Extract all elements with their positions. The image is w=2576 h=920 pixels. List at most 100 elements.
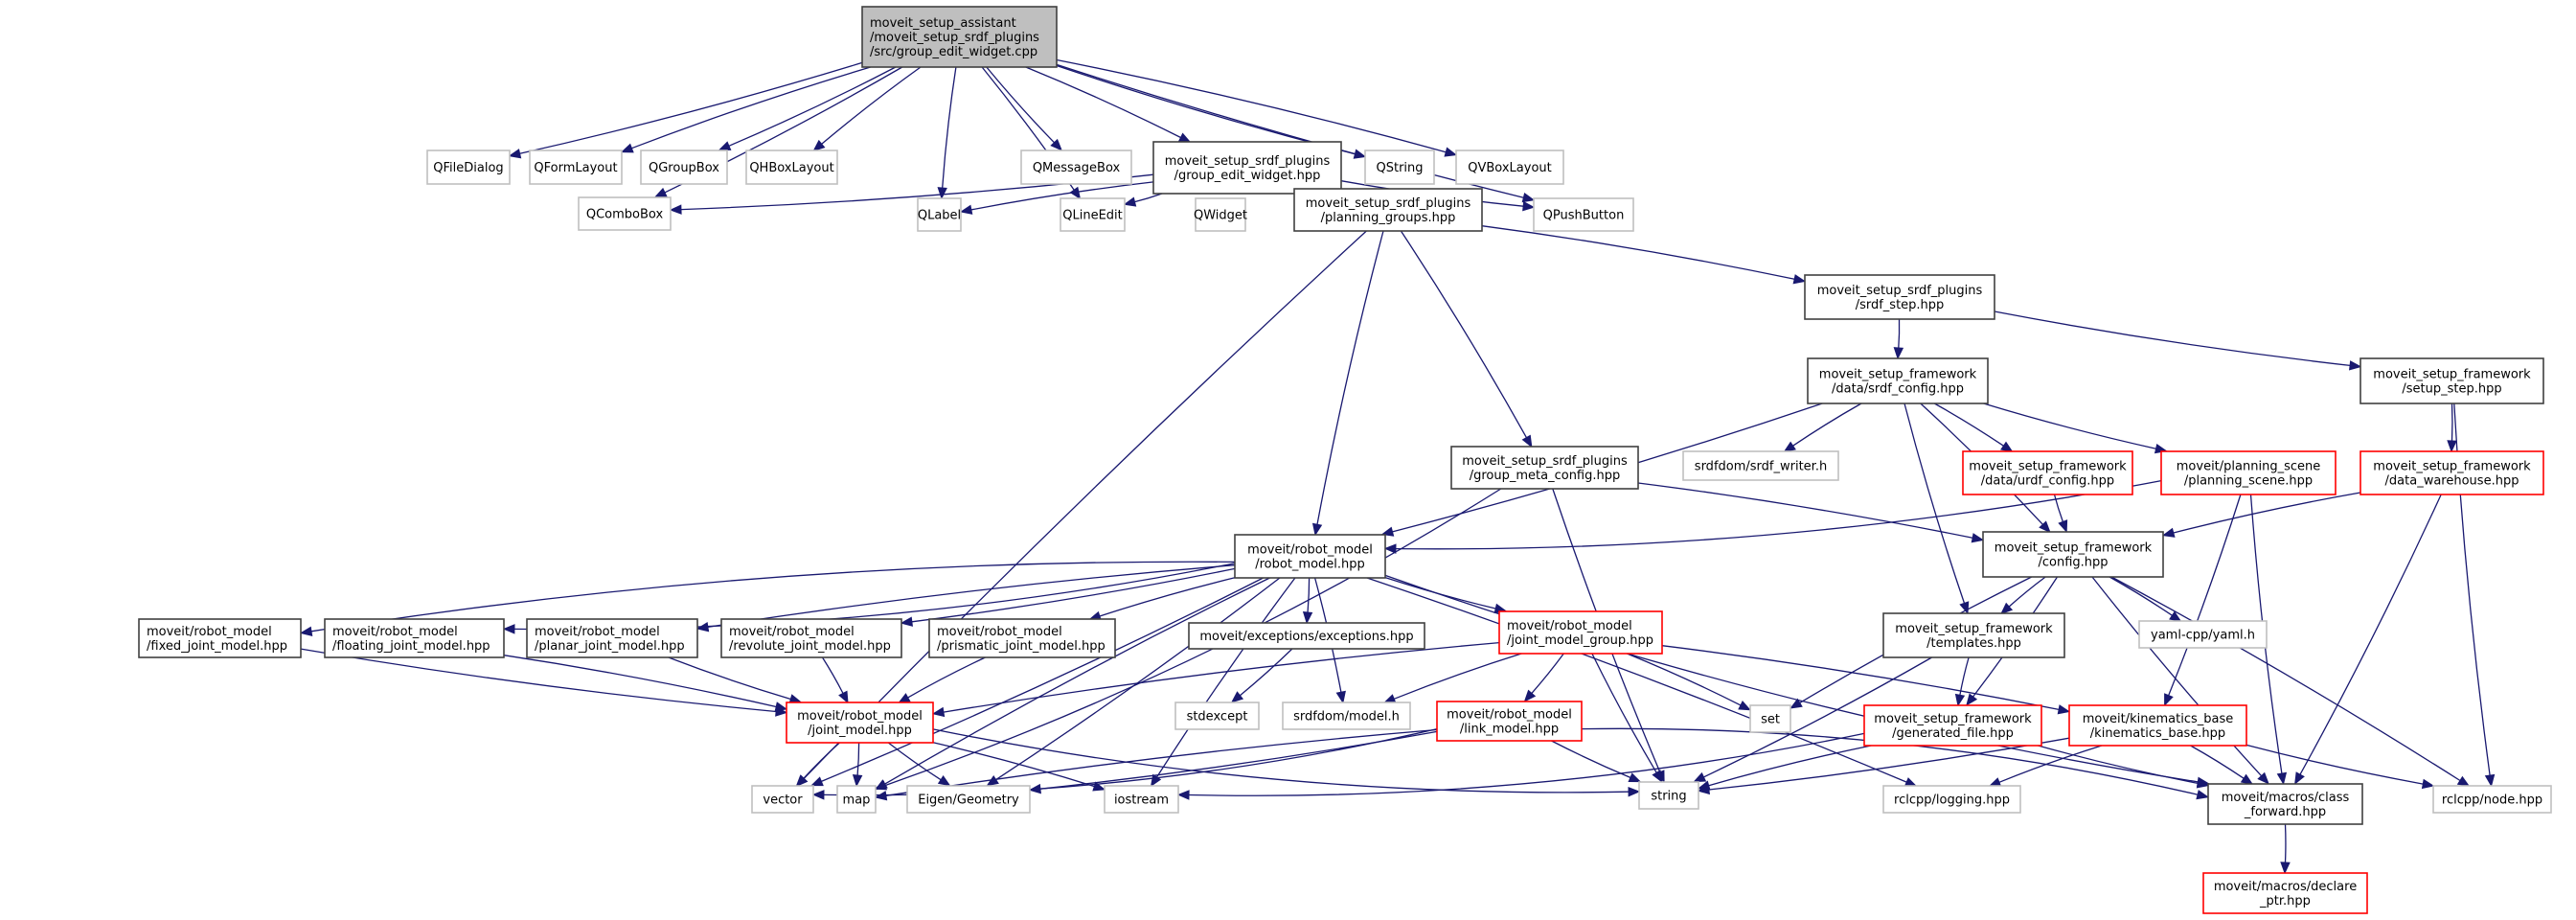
node-label: moveit/robot_model xyxy=(797,709,923,724)
node-label: _forward.hpp xyxy=(2244,805,2326,819)
node-floating_joint[interactable]: moveit/robot_model/floating_joint_model.… xyxy=(324,618,505,658)
node-label: QLabel xyxy=(918,209,961,223)
arrowhead-planning_scene-to-class_forward xyxy=(2276,771,2288,786)
node-label: /joint_model.hpp xyxy=(808,724,912,738)
node-box xyxy=(928,618,1116,658)
node-box xyxy=(1863,704,2042,747)
node-QGroupBox[interactable]: QGroupBox xyxy=(640,150,728,185)
node-label: moveit_setup_srdf_plugins xyxy=(1165,154,1331,169)
node-urdf_config[interactable]: moveit_setup_framework/data/urdf_config.… xyxy=(1962,450,2133,495)
node-eigen[interactable]: Eigen/Geometry xyxy=(906,785,1031,814)
node-QComboBox[interactable]: QComboBox xyxy=(578,196,672,231)
node-templates[interactable]: moveit_setup_framework/templates.hpp xyxy=(1882,612,2065,658)
edge-robot_model-to-logging xyxy=(1366,577,1907,783)
node-label: moveit/kinematics_base xyxy=(2083,712,2234,726)
node-srdf_step[interactable]: moveit_setup_srdf_plugins/srdf_step.hpp xyxy=(1804,274,1995,320)
node-jmg[interactable]: moveit/robot_model/joint_model_group.hpp xyxy=(1498,610,1663,655)
node-QFormLayout[interactable]: QFormLayout xyxy=(529,150,623,185)
node-node[interactable]: rclcpp/node.hpp xyxy=(2432,785,2552,814)
node-QMessageBox[interactable]: QMessageBox xyxy=(1020,150,1132,185)
node-QHBoxLayout[interactable]: QHBoxLayout xyxy=(745,150,838,185)
node-group_meta_config[interactable]: moveit_setup_srdf_plugins/group_meta_con… xyxy=(1450,446,1639,490)
node-prismatic_joint[interactable]: moveit/robot_model/prismatic_joint_model… xyxy=(928,618,1116,658)
node-label: moveit_setup_assistant xyxy=(870,16,1016,31)
edge-kinematics_base-to-string xyxy=(1708,737,2070,791)
edge-exceptions-to-stdexcept xyxy=(1239,648,1293,697)
node-label: moveit_setup_framework xyxy=(2373,368,2531,382)
arrowhead-prismatic_joint-to-joint_model xyxy=(898,693,911,704)
node-label: /planning_groups.hpp xyxy=(1321,211,1456,225)
node-label: QFileDialog xyxy=(433,161,503,175)
node-stdexcept[interactable]: stdexcept xyxy=(1174,702,1260,730)
node-kinematics_base[interactable]: moveit/kinematics_base/kinematics_base.h… xyxy=(2068,704,2247,747)
node-revolute_joint[interactable]: moveit/robot_model/revolute_joint_model.… xyxy=(720,618,902,658)
node-string[interactable]: string xyxy=(1638,781,1699,810)
node-exceptions[interactable]: moveit/exceptions/exceptions.hpp xyxy=(1188,622,1425,650)
node-yaml[interactable]: yaml-cpp/yaml.h xyxy=(2138,620,2268,649)
node-joint_model[interactable]: moveit/robot_model/joint_model.hpp xyxy=(786,702,934,744)
node-box xyxy=(720,618,902,658)
arrowhead-root-to-QVBoxLayout xyxy=(1444,147,1458,157)
node-fixed_joint[interactable]: moveit/robot_model/fixed_joint_model.hpp xyxy=(138,618,302,658)
edge-planning_groups-to-group_meta_config xyxy=(1400,230,1527,438)
node-label: moveit/robot_model xyxy=(1247,543,1373,558)
edge-config-to-node xyxy=(2110,576,2461,782)
node-robot_model[interactable]: moveit/robot_model/robot_model.hpp xyxy=(1234,534,1386,579)
node-label: /config.hpp xyxy=(2038,556,2108,570)
node-QFileDialog[interactable]: QFileDialog xyxy=(426,150,511,185)
node-class_forward[interactable]: moveit/macros/class_forward.hpp xyxy=(2207,783,2363,825)
node-label: /link_model.hpp xyxy=(1460,723,1559,737)
node-srdf_config[interactable]: moveit_setup_framework/data/srdf_config.… xyxy=(1807,357,1989,404)
node-planning_groups[interactable]: moveit_setup_srdf_plugins/planning_group… xyxy=(1293,188,1483,232)
node-box xyxy=(1749,704,1791,733)
node-generated_file[interactable]: moveit_setup_framework/generated_file.hp… xyxy=(1863,704,2042,747)
arrowhead-joint_model-to-eigen xyxy=(937,775,951,787)
node-map[interactable]: map xyxy=(836,785,877,814)
node-link_model[interactable]: moveit/robot_model/link_model.hpp xyxy=(1436,701,1583,742)
arrowhead-root-to-QFormLayout xyxy=(620,143,634,153)
node-box xyxy=(1188,622,1425,650)
arrowhead-config-to-node xyxy=(2456,775,2471,787)
node-QLabel[interactable]: QLabel xyxy=(917,197,962,232)
edge-robot_model-to-planar_joint xyxy=(707,564,1236,628)
arrowhead-gew_hpp-to-QPushButton xyxy=(1522,200,1536,212)
edge-generated_file-to-class_forward xyxy=(2038,745,2199,785)
node-srdf_model[interactable]: srdfdom/model.h xyxy=(1282,702,1411,730)
node-srdf_writer[interactable]: srdfdom/srdf_writer.h xyxy=(1682,450,1839,481)
arrowhead-planning_scene-to-kinematics_base xyxy=(2164,693,2174,707)
node-box xyxy=(1020,150,1132,185)
edge-joint_model-to-vector xyxy=(803,742,840,779)
node-iostream[interactable]: iostream xyxy=(1104,785,1179,814)
node-box xyxy=(2207,783,2363,825)
arrowhead-templates-to-string xyxy=(1693,771,1707,783)
node-planar_joint[interactable]: moveit/robot_model/planar_joint_model.hp… xyxy=(526,618,698,658)
node-QVBoxLayout[interactable]: QVBoxLayout xyxy=(1455,150,1564,185)
node-planning_scene[interactable]: moveit/planning_scene/planning_scene.hpp xyxy=(2160,450,2337,495)
edge-planning_groups-to-robot_model xyxy=(1316,230,1384,525)
node-logging[interactable]: rclcpp/logging.hpp xyxy=(1882,785,2021,814)
edge-templates-to-generated_file xyxy=(1959,656,1970,696)
node-QString[interactable]: QString xyxy=(1364,150,1435,185)
node-config[interactable]: moveit_setup_framework/config.hpp xyxy=(1982,531,2164,578)
node-box xyxy=(1682,450,1839,481)
node-data_warehouse[interactable]: moveit_setup_framework/data_warehouse.hp… xyxy=(2359,450,2544,495)
node-set[interactable]: set xyxy=(1749,704,1791,733)
node-label: moveit/robot_model xyxy=(937,625,1062,639)
edge-data_warehouse-to-class_forward xyxy=(2299,494,2442,775)
node-QLineEdit[interactable]: QLineEdit xyxy=(1060,197,1126,232)
node-box xyxy=(1638,781,1699,810)
node-box xyxy=(1982,531,2164,578)
node-declare_ptr[interactable]: moveit/macros/declare_ptr.hpp xyxy=(2202,872,2368,914)
node-QPushButton[interactable]: QPushButton xyxy=(1533,197,1634,232)
node-setup_step[interactable]: moveit_setup_framework/setup_step.hpp xyxy=(2359,357,2544,404)
node-label: yaml-cpp/yaml.h xyxy=(2151,629,2255,643)
arrowhead-urdf_config-to-config xyxy=(2058,519,2068,534)
node-QWidget[interactable]: QWidget xyxy=(1194,197,1247,232)
node-gew_hpp[interactable]: moveit_setup_srdf_plugins/group_edit_wid… xyxy=(1152,141,1342,195)
node-label: QWidget xyxy=(1194,209,1247,223)
node-label: moveit_setup_framework xyxy=(1819,368,1977,382)
arrowhead-root-to-QPushButton xyxy=(1521,192,1536,203)
node-vector[interactable]: vector xyxy=(751,785,814,814)
node-box xyxy=(426,150,511,185)
arrowhead-link_model-to-map xyxy=(874,791,888,801)
